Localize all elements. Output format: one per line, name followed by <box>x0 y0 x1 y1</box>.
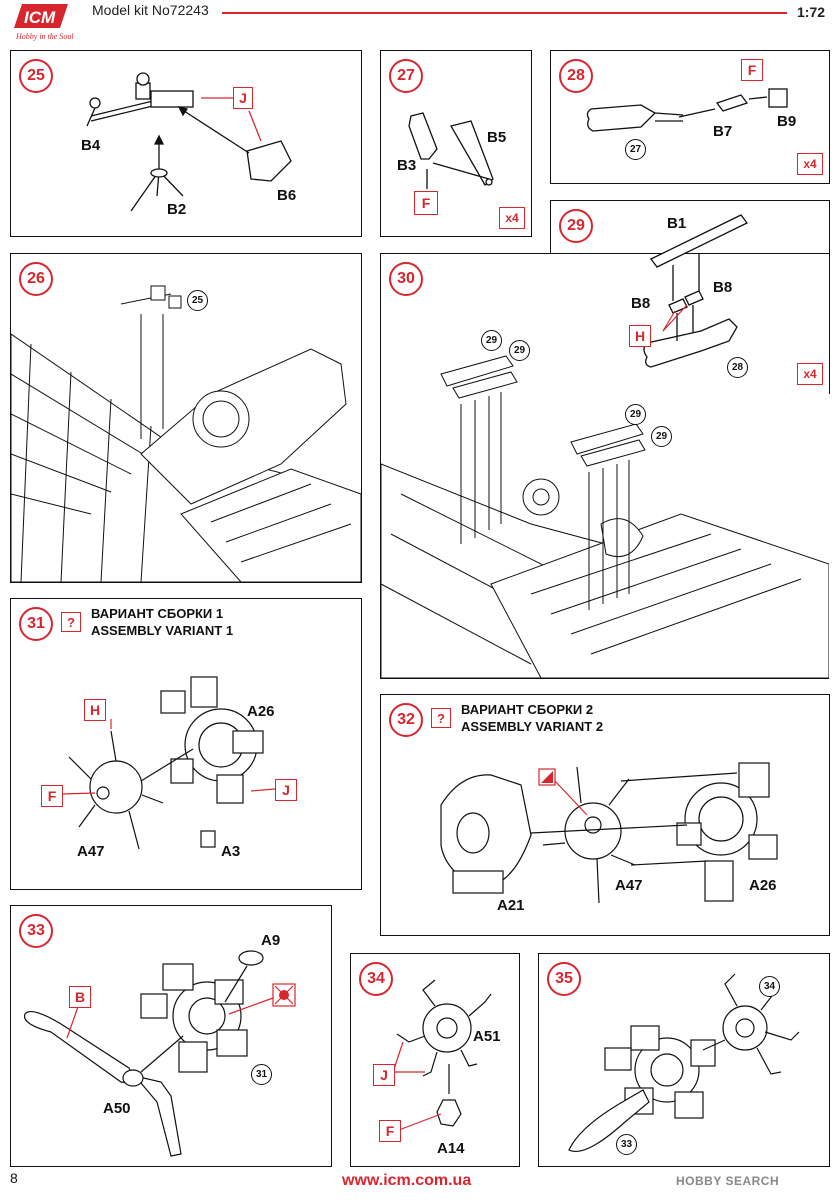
part-label: B3 <box>397 157 417 174</box>
step-reference: 29 <box>625 404 646 425</box>
glue-callout: F <box>741 59 763 81</box>
glue-callout: B <box>69 986 91 1008</box>
step-30-drawing <box>381 355 829 678</box>
step-number: 30 <box>389 262 423 296</box>
website-link[interactable]: www.icm.com.ua <box>342 1172 472 1189</box>
variant-title: ВАРИАНТ СБОРКИ 2 ASSEMBLY VARIANT 2 <box>461 701 603 735</box>
part-label: A47 <box>615 877 643 894</box>
step-number: 33 <box>19 914 53 948</box>
glue-callout: J <box>233 87 253 109</box>
part-label: A50 <box>103 1100 131 1117</box>
glue-callout: J <box>275 779 297 801</box>
step-29-drawing <box>643 214 748 368</box>
step-32-drawing <box>440 762 778 904</box>
part-label: B2 <box>167 201 187 218</box>
part-label: A51 <box>473 1028 501 1045</box>
step-number: 31 <box>19 607 53 641</box>
part-label: A14 <box>437 1140 465 1157</box>
part-label: A47 <box>77 843 105 860</box>
glue-callout: F <box>414 191 438 215</box>
part-label: B9 <box>777 113 797 130</box>
multiplier-badge: x4 <box>797 363 823 385</box>
step-26-drawing <box>11 285 361 582</box>
step-reference: 25 <box>187 290 208 311</box>
watermark: HOBBY SEARCH <box>676 1174 780 1188</box>
step-31-drawing <box>60 676 276 850</box>
step-number: 35 <box>547 962 581 996</box>
svg-text:ICM: ICM <box>24 8 56 27</box>
page-number: 8 <box>10 1170 18 1186</box>
part-label: B4 <box>81 137 101 154</box>
step-number: 28 <box>559 59 593 93</box>
glue-callout: J <box>373 1064 395 1086</box>
step-34-panel: 34 A51 J F A14 <box>350 953 520 1167</box>
step-26-panel: 26 25 <box>10 253 362 583</box>
step-reference: 29 <box>481 330 502 351</box>
variant-title: ВАРИАНТ СБОРКИ 1 ASSEMBLY VARIANT 1 <box>91 605 233 639</box>
step-33-panel: 33 A9 B 31 A50 <box>10 905 332 1167</box>
scale-label: 1:72 <box>797 4 826 20</box>
step-reference: 29 <box>651 426 672 447</box>
step-number: 26 <box>19 262 53 296</box>
multiplier-badge: x4 <box>797 153 823 175</box>
step-32-panel: 32 ? ВАРИАНТ СБОРКИ 2 ASSEMBLY VARIANT 2… <box>380 694 830 936</box>
icm-logo-mark: ICM Hobby in the Soul <box>14 4 74 41</box>
part-label: A26 <box>749 877 777 894</box>
step-number: 32 <box>389 703 423 737</box>
step-reference: 34 <box>759 976 780 997</box>
step-number: 34 <box>359 962 393 996</box>
step-27-panel: 27 B5 B3 F x4 <box>380 50 532 237</box>
step-35-panel: 35 34 33 <box>538 953 830 1167</box>
variant-title-en: ASSEMBLY VARIANT 2 <box>461 719 604 734</box>
variant-title-en: ASSEMBLY VARIANT 1 <box>91 623 234 638</box>
step-number: 27 <box>389 59 423 93</box>
step-28-drawing <box>586 88 788 132</box>
variant-title-ru: ВАРИАНТ СБОРКИ 1 <box>91 606 224 621</box>
step-number: 29 <box>559 209 593 243</box>
step-33-drawing <box>23 950 296 1157</box>
step-reference: 33 <box>616 1134 637 1155</box>
part-label: B8 <box>631 295 651 312</box>
glue-callout: F <box>379 1120 401 1142</box>
icm-logo: ICM Hobby in the Soul <box>8 0 74 42</box>
step-25-drawing <box>86 72 292 212</box>
svg-text:Hobby in the Soul: Hobby in the Soul <box>15 32 74 41</box>
step-29-panel: 29 B1 B8 B8 H 28 x4 <box>550 200 830 394</box>
step-27-drawing <box>408 112 494 189</box>
glue-callout: H <box>629 325 651 347</box>
step-28-panel: 28 F B7 B9 27 x4 <box>550 50 830 184</box>
kit-number: Model kit No72243 <box>92 2 209 18</box>
step-number: 25 <box>19 59 53 93</box>
glue-callout: H <box>84 699 106 721</box>
multiplier-badge: x4 <box>499 207 525 229</box>
part-label: B8 <box>713 279 733 296</box>
part-label: A26 <box>247 703 275 720</box>
step-25-panel: 25 J B4 B2 B6 <box>10 50 362 237</box>
part-label: B1 <box>667 215 687 232</box>
part-label: A9 <box>261 932 281 949</box>
info-icon: ? <box>61 612 81 632</box>
header-rule <box>222 12 787 14</box>
step-reference: 31 <box>251 1064 272 1085</box>
step-35-drawing <box>568 973 800 1152</box>
step-30-panel: 30 29 29 29 29 <box>380 253 829 679</box>
step-reference: 28 <box>727 357 748 378</box>
glue-callout: F <box>41 785 63 807</box>
part-label: B6 <box>277 187 297 204</box>
part-label: A21 <box>497 897 525 914</box>
part-label: A3 <box>221 843 241 860</box>
step-34-drawing <box>392 979 492 1131</box>
info-icon: ? <box>431 708 451 728</box>
part-label: B7 <box>713 123 733 140</box>
step-reference: 29 <box>509 340 530 361</box>
step-31-panel: 31 ? ВАРИАНТ СБОРКИ 1 ASSEMBLY VARIANT 1… <box>10 598 362 890</box>
step-reference: 27 <box>625 139 646 160</box>
variant-title-ru: ВАРИАНТ СБОРКИ 2 <box>461 702 594 717</box>
part-label: B5 <box>487 129 507 146</box>
